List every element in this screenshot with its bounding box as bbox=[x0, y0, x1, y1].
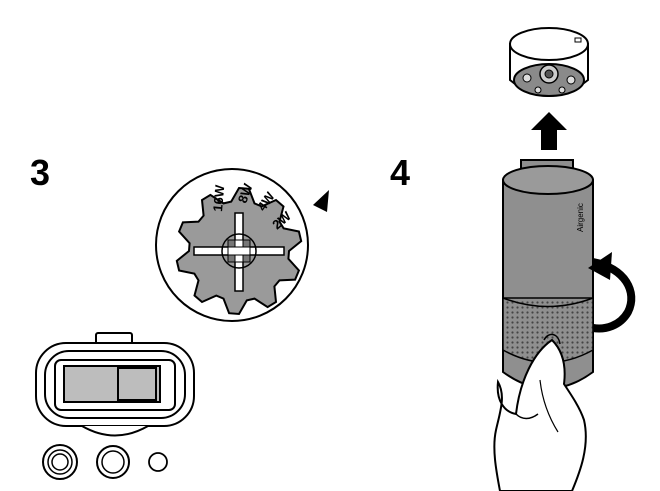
filter-top-cap bbox=[509, 27, 589, 97]
dial-cross-slot bbox=[193, 212, 285, 292]
lift-up-arrow-icon bbox=[531, 112, 567, 150]
compartment-switch bbox=[117, 367, 157, 401]
brand-label: Airgenic bbox=[576, 203, 585, 232]
small-ring bbox=[148, 452, 168, 472]
dial-pointer-icon bbox=[313, 190, 329, 212]
dial-label-8w: 8W bbox=[235, 181, 256, 205]
filter-cylinder: Airgenic bbox=[502, 159, 594, 390]
hand-holding-filter bbox=[493, 333, 587, 491]
step-4-number: 4 bbox=[390, 152, 411, 193]
washer-parts bbox=[42, 444, 168, 480]
dial-label-16w: 16W bbox=[210, 184, 227, 213]
step-3-number: 3 bbox=[30, 152, 51, 193]
battery-compartment bbox=[35, 332, 195, 437]
rotate-arrow-icon bbox=[588, 252, 636, 333]
setting-dial: 16W 8W 4W 2W bbox=[155, 168, 329, 322]
